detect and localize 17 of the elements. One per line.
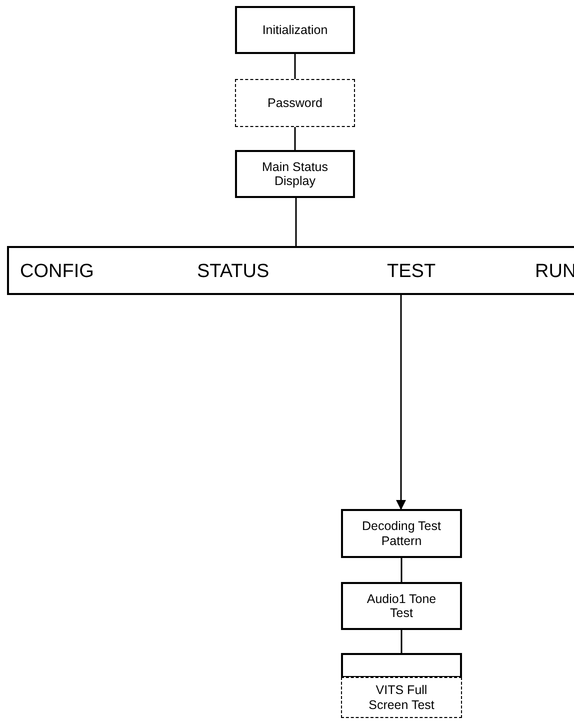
process-box: Main Status Display	[235, 150, 355, 198]
empty-box	[341, 653, 462, 678]
connector-line	[400, 630, 402, 653]
menu-item-label: STATUS	[197, 261, 270, 283]
menu-bar	[7, 246, 574, 295]
process-box: Password	[235, 79, 355, 127]
menu-item-label: TEST	[387, 261, 436, 283]
connector-line	[400, 558, 402, 582]
menu-item-label: CONFIG	[20, 261, 94, 283]
process-box: VITS Full Screen Test	[341, 677, 462, 718]
process-box: Initialization	[235, 6, 355, 54]
connector-line	[294, 127, 296, 150]
connector-line	[295, 198, 297, 246]
arrow	[396, 295, 406, 510]
process-box: Decoding Test Pattern	[341, 509, 462, 558]
connector-line	[294, 54, 296, 79]
process-box: Audio1 Tone Test	[341, 582, 462, 630]
